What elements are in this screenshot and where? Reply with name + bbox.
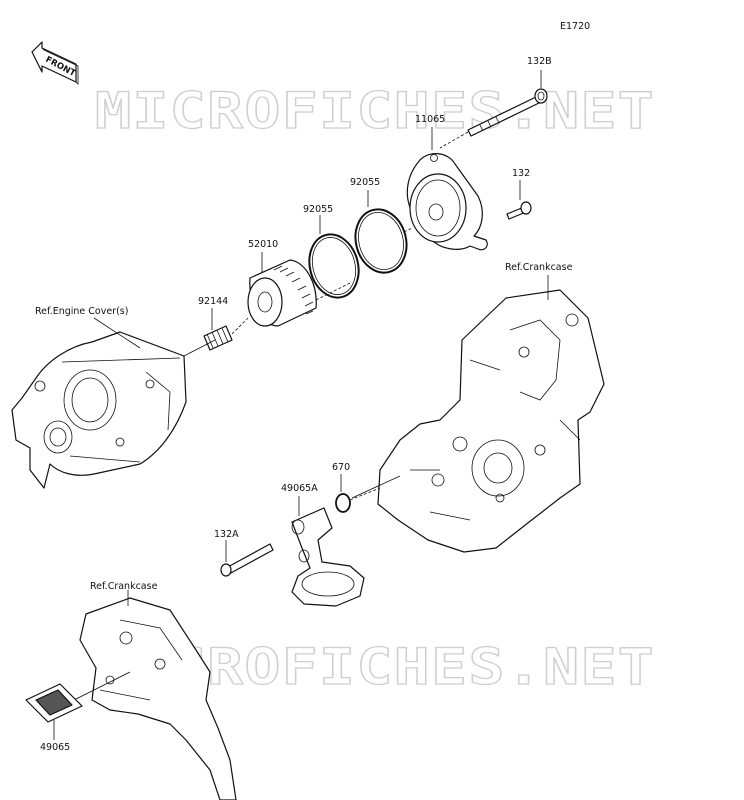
label-92144: 92144 (198, 296, 228, 307)
bolt-132b: 132B (467, 56, 552, 137)
bolt-132a: 132A (214, 529, 274, 577)
watermark-top: MICROFICHES.NET (95, 82, 655, 140)
oil-pipe-49065a: 49065A (281, 483, 365, 607)
label-engine-cover-ref: Ref.Engine Cover(s) (35, 306, 128, 317)
label-132b: 132B (527, 56, 552, 67)
crankcase-bottom-ref: Ref.Crankcase (73, 581, 237, 800)
label-11065: 11065 (415, 114, 445, 125)
label-92055-right: 92055 (350, 177, 380, 188)
bolt-132: 132 (506, 168, 532, 220)
label-52010: 52010 (248, 239, 278, 250)
spring-92144: 92144 (198, 296, 233, 351)
label-49065: 49065 (40, 742, 70, 753)
crankcase-right-ref: Ref.Crankcase (351, 262, 605, 553)
o-ring-92055-large: 92055 (350, 177, 408, 274)
o-ring-670: 670 (332, 462, 351, 513)
diagram-code: E1720 (560, 21, 590, 32)
assembly-lines (231, 131, 469, 501)
oil-screen-49065: 49065 (25, 683, 83, 753)
oil-filter-cover-11065: 11065 (406, 114, 488, 251)
label-crankcase-bottom-ref: Ref.Crankcase (90, 581, 158, 592)
label-49065a: 49065A (281, 483, 318, 494)
oil-filter-52010: 52010 (247, 239, 317, 327)
label-92055-left: 92055 (303, 204, 333, 215)
label-132a: 132A (214, 529, 239, 540)
engine-cover-ref: Ref.Engine Cover(s) (11, 306, 216, 489)
label-670: 670 (332, 462, 350, 473)
o-ring-92055-small: 92055 (303, 204, 360, 299)
label-crankcase-right-ref: Ref.Crankcase (505, 262, 573, 273)
front-arrow-icon: FRONT (31, 41, 79, 85)
label-132: 132 (512, 168, 530, 179)
